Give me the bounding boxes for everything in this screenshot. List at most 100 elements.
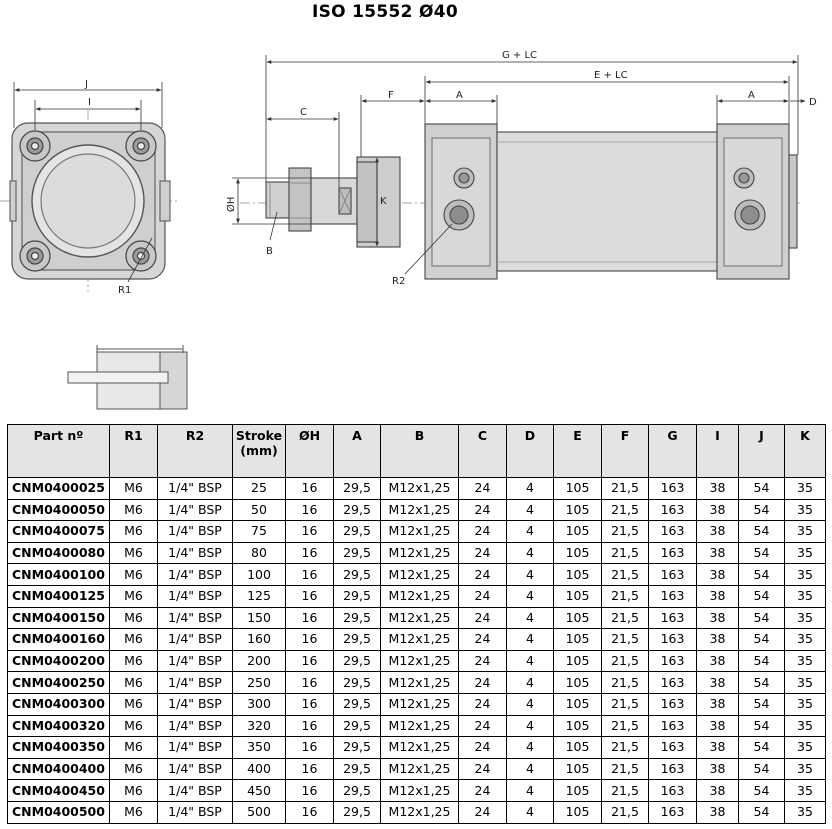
table-cell: 105 xyxy=(553,584,602,608)
table-cell: 54 xyxy=(738,671,785,694)
table-cell: 54 xyxy=(738,477,785,500)
column-header: A xyxy=(333,424,381,478)
table-cell: 300 xyxy=(232,692,286,716)
table-cell: 21,5 xyxy=(601,757,649,781)
table-cell: 24 xyxy=(458,498,507,522)
table-cell: M6 xyxy=(109,628,158,651)
table-cell: 38 xyxy=(696,584,739,608)
table-cell: 38 xyxy=(696,649,739,673)
table-cell: 21,5 xyxy=(601,498,649,522)
table-cell: 21,5 xyxy=(601,779,649,802)
column-header: K xyxy=(784,424,826,478)
table-cell: M12x1,25 xyxy=(380,736,459,759)
part-number-cell: CNM0400200 xyxy=(7,649,110,673)
column-header: E xyxy=(553,424,602,478)
dim-label-k: K xyxy=(380,196,387,207)
table-cell: 16 xyxy=(285,671,334,694)
table-cell: 29,5 xyxy=(333,692,381,716)
leader-r1 xyxy=(127,237,153,283)
table-cell: M6 xyxy=(109,563,158,586)
dim-label-g-lc: G + LC xyxy=(502,50,537,61)
table-cell: 163 xyxy=(648,649,697,673)
table-cell: 29,5 xyxy=(333,671,381,694)
column-header: ØH xyxy=(285,424,334,478)
table-cell: 1/4" BSP xyxy=(157,671,233,694)
table-cell: 29,5 xyxy=(333,649,381,673)
table-cell: M12x1,25 xyxy=(380,757,459,781)
column-header: C xyxy=(458,424,507,478)
table-cell: 16 xyxy=(285,477,334,500)
table-cell: 16 xyxy=(285,736,334,759)
table-cell: 100 xyxy=(232,563,286,586)
table-cell: 163 xyxy=(648,520,697,543)
table-cell: 320 xyxy=(232,714,286,738)
table-cell: 35 xyxy=(784,800,826,824)
table-cell: 200 xyxy=(232,649,286,673)
table-cell: 4 xyxy=(506,649,554,673)
table-cell: 21,5 xyxy=(601,477,649,500)
part-number-cell: CNM0400100 xyxy=(7,563,110,586)
table-cell: 38 xyxy=(696,520,739,543)
table-cell: 125 xyxy=(232,584,286,608)
table-cell: M12x1,25 xyxy=(380,541,459,565)
table-cell: 105 xyxy=(553,520,602,543)
table-cell: 105 xyxy=(553,628,602,651)
corner-bolt-bottom-right xyxy=(125,240,157,272)
dim-label-b: B xyxy=(266,246,273,257)
table-cell: 21,5 xyxy=(601,649,649,673)
table-cell: 24 xyxy=(458,477,507,500)
table-cell: 38 xyxy=(696,779,739,802)
table-cell: 16 xyxy=(285,757,334,781)
table-cell: 21,5 xyxy=(601,714,649,738)
table-cell: 54 xyxy=(738,498,785,522)
table-cell: 54 xyxy=(738,757,785,781)
table-cell: 1/4" BSP xyxy=(157,757,233,781)
part-number-cell: CNM0400250 xyxy=(7,671,110,694)
table-cell: 4 xyxy=(506,541,554,565)
table-cell: 38 xyxy=(696,692,739,716)
table-cell: 29,5 xyxy=(333,736,381,759)
table-cell: 4 xyxy=(506,692,554,716)
table-cell: 21,5 xyxy=(601,692,649,716)
table-cell: 29,5 xyxy=(333,541,381,565)
table-cell: 16 xyxy=(285,563,334,586)
table-cell: M6 xyxy=(109,800,158,824)
dim-label-j: J xyxy=(84,79,88,90)
table-cell: 16 xyxy=(285,649,334,673)
table-cell: 35 xyxy=(784,520,826,543)
table-cell: 54 xyxy=(738,692,785,716)
table-cell: 21,5 xyxy=(601,520,649,543)
part-number-cell: CNM0400350 xyxy=(7,736,110,759)
column-header: I xyxy=(696,424,739,478)
table-cell: 105 xyxy=(553,692,602,716)
table-cell: 35 xyxy=(784,736,826,759)
dim-label-f: F xyxy=(388,90,394,101)
table-cell: 38 xyxy=(696,714,739,738)
table-cell: 54 xyxy=(738,779,785,802)
table-cell: 21,5 xyxy=(601,628,649,651)
table-cell: M12x1,25 xyxy=(380,692,459,716)
table-cell: 4 xyxy=(506,606,554,630)
part-number-cell: CNM0400450 xyxy=(7,779,110,802)
table-cell: 163 xyxy=(648,563,697,586)
table-cell: 1/4" BSP xyxy=(157,800,233,824)
table-cell: 163 xyxy=(648,692,697,716)
table-cell: 38 xyxy=(696,757,739,781)
table-cell: 1/4" BSP xyxy=(157,736,233,759)
dim-label-r1: R1 xyxy=(118,285,131,296)
table-cell: 105 xyxy=(553,714,602,738)
table-cell: 21,5 xyxy=(601,606,649,630)
table-cell: 4 xyxy=(506,477,554,500)
part-number-cell: CNM0400075 xyxy=(7,520,110,543)
table-cell: 24 xyxy=(458,800,507,824)
